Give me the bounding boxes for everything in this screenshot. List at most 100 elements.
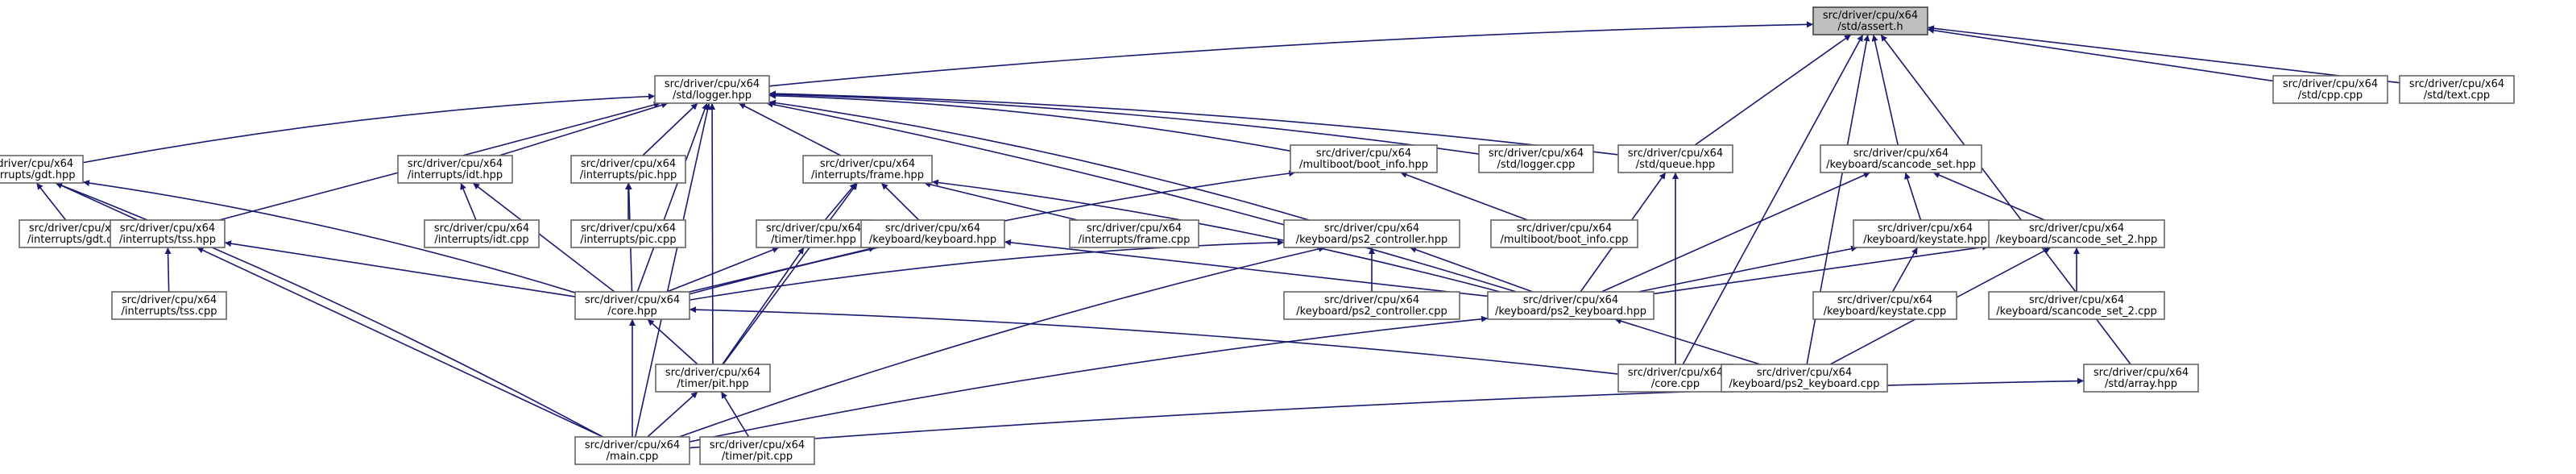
- edges: [35, 21, 2400, 449]
- node-std-array-hpp[interactable]: src/driver/cpu/x64/std/array.hpp: [2083, 364, 2199, 393]
- edge-std_logger_cpp-to-std_logger_hpp: [768, 91, 1480, 155]
- node-interrupts-frame-cpp[interactable]: src/driver/cpu/x64/interrupts/frame.cpp: [1069, 219, 1199, 248]
- node-label-line2: /keyboard/scancode_set.hpp: [1826, 159, 1976, 171]
- node-label-line1: src/driver/cpu/x64: [1823, 10, 1918, 22]
- node-box: [1721, 364, 1888, 393]
- node-label-line1: src/driver/cpu/x64: [585, 294, 680, 306]
- node-interrupts-frame-hpp[interactable]: src/driver/cpu/x64/interrupts/frame.hpp: [802, 155, 933, 184]
- edge-timer_pit_hpp-to-interrupts_frame_hpp: [722, 182, 859, 365]
- node-kb-ps2-controller-cpp[interactable]: src/driver/cpu/x64/keyboard/ps2_controll…: [1283, 291, 1460, 320]
- nodes: src/driver/cpu/x64/std/assert.hsrc/drive…: [0, 6, 2515, 465]
- node-box: [1617, 364, 1733, 393]
- edge-core_cpp-to-assert_h: [1682, 34, 1864, 365]
- node-kb-keyboard-hpp[interactable]: src/driver/cpu/x64/keyboard/keyboard.hpp: [860, 219, 1005, 248]
- node-multiboot-info-cpp[interactable]: src/driver/cpu/x64/multiboot/boot_info.c…: [1490, 219, 1638, 248]
- node-core-hpp[interactable]: src/driver/cpu/x64/core.hpp: [574, 291, 690, 320]
- node-label-line1: src/driver/cpu/x64: [1489, 148, 1584, 160]
- node-label-line2: /timer/timer.hpp: [771, 234, 856, 246]
- node-label-line1: src/driver/cpu/x64: [1628, 367, 1723, 379]
- edge-std_text_cpp-to-assert_h: [1927, 25, 2400, 84]
- edge-core_hpp-to-interrupts_idt_hpp: [472, 182, 615, 293]
- node-multiboot-info-hpp[interactable]: src/driver/cpu/x64/multiboot/boot_info.h…: [1290, 144, 1438, 173]
- node-label-line2: /keyboard/keystate.hpp: [1863, 234, 1987, 246]
- node-label-line2: /interrupts/gdt.cpp: [27, 234, 126, 246]
- node-label-line2: /multiboot/boot_info.hpp: [1299, 159, 1428, 171]
- node-kb-keystate-hpp[interactable]: src/driver/cpu/x64/keyboard/keystate.hpp: [1853, 219, 1998, 248]
- node-interrupts-pic-hpp[interactable]: src/driver/cpu/x64/interrupts/pic.hpp: [570, 155, 686, 184]
- node-box: [802, 155, 933, 184]
- edge-interrupts_gdt_cpp-to-interrupts_gdt_hpp: [35, 182, 67, 221]
- edge-kb_keyboard_hpp-to-interrupts_frame_hpp: [880, 182, 920, 221]
- edge-kb_ps2_keyboard_hpp-to-interrupts_frame_hpp: [931, 179, 1501, 293]
- edge-std_queue_hpp-to-assert_h: [1694, 34, 1852, 146]
- node-interrupts-gdt-hpp[interactable]: src/driver/cpu/x64/interrupts/gdt.hpp: [0, 155, 84, 184]
- edge-timer_pit_cpp-to-timer_pit_hpp: [720, 391, 750, 438]
- node-box: [860, 219, 1005, 248]
- node-kb-scancode-set-2-cpp[interactable]: src/driver/cpu/x64/keyboard/scancode_set…: [1988, 291, 2165, 320]
- node-label-line2: /interrupts/tss.hpp: [119, 234, 216, 246]
- edge-main_cpp-to-timer_pit_hpp: [647, 391, 698, 438]
- node-kb-scancode-set-hpp[interactable]: src/driver/cpu/x64/keyboard/scancode_set…: [1820, 144, 1982, 173]
- edge-std_logger_hpp-to-assert_h: [768, 21, 1814, 87]
- node-kb-scancode-set-2-hpp[interactable]: src/driver/cpu/x64/keyboard/scancode_set…: [1988, 219, 2165, 248]
- node-std-queue-hpp[interactable]: src/driver/cpu/x64/std/queue.hpp: [1617, 144, 1733, 173]
- edge-timer_pit_hpp-to-std_logger_hpp: [709, 102, 716, 365]
- edge-main_cpp-to-interrupts_tss_hpp: [197, 247, 603, 438]
- node-label-line1: src/driver/cpu/x64: [2094, 367, 2189, 379]
- edge-std_queue_hpp-to-std_logger_hpp: [768, 90, 1619, 156]
- node-std-cpp-cpp[interactable]: src/driver/cpu/x64/std/cpp.cpp: [2272, 75, 2388, 104]
- node-kb-ps2-controller-hpp[interactable]: src/driver/cpu/x64/keyboard/ps2_controll…: [1283, 219, 1460, 248]
- node-label-line1: src/driver/cpu/x64: [120, 222, 215, 235]
- node-timer-timer-hpp[interactable]: src/driver/cpu/x64/timer/timer.hpp: [756, 219, 872, 248]
- node-label-line1: src/driver/cpu/x64: [2283, 78, 2378, 90]
- edge-main_cpp-to-interrupts_gdt_hpp: [55, 182, 603, 438]
- edge-std_cpp_cpp-to-assert_h: [1927, 27, 2274, 82]
- edge-kb_ps2_controller_hpp-to-std_logger_hpp: [768, 99, 1310, 221]
- edge-kb_ps2_keyboard_cpp-to-kb_ps2_keyboard_hpp: [1614, 318, 1761, 365]
- node-timer-pit-hpp[interactable]: src/driver/cpu/x64/timer/pit.hpp: [655, 364, 771, 393]
- edge-kb_scancode_set_2_hpp-to-kb_scancode_set_hpp: [1932, 172, 2045, 221]
- node-timer-pit-cpp[interactable]: src/driver/cpu/x64/timer/pit.cpp: [699, 436, 815, 465]
- edge-interrupts_idt_hpp-to-std_logger_hpp: [499, 102, 669, 156]
- edge-interrupts_frame_hpp-to-std_logger_hpp: [738, 102, 842, 156]
- node-std-logger-cpp[interactable]: src/driver/cpu/x64/std/logger.cpp: [1478, 144, 1594, 173]
- edge-kb_ps2_keyboard_hpp-to-kb_scancode_set_2_hpp: [1653, 243, 1990, 295]
- node-label-line1: src/driver/cpu/x64: [885, 222, 980, 235]
- edge-core_hpp-to-timer_timer_hpp: [666, 247, 780, 293]
- node-interrupts-tss-hpp[interactable]: src/driver/cpu/x64/interrupts/tss.hpp: [110, 219, 226, 248]
- node-label-line1: src/driver/cpu/x64: [2029, 222, 2124, 235]
- node-kb-keystate-cpp[interactable]: src/driver/cpu/x64/keyboard/keystate.cpp: [1812, 291, 1957, 320]
- node-interrupts-idt-hpp[interactable]: src/driver/cpu/x64/interrupts/idt.hpp: [397, 155, 513, 184]
- node-std-logger-hpp[interactable]: src/driver/cpu/x64/std/logger.hpp: [654, 75, 770, 104]
- node-assert-h[interactable]: src/driver/cpu/x64/std/assert.h: [1812, 6, 1928, 35]
- node-label-line1: src/driver/cpu/x64: [1324, 294, 1419, 306]
- node-label-line1: src/driver/cpu/x64: [665, 367, 760, 379]
- edge-main_cpp-to-kb_ps2_keyboard_hpp: [689, 315, 1489, 443]
- node-label-line2: /std/queue.hpp: [1636, 159, 1715, 171]
- node-label-line2: /interrupts/tss.cpp: [122, 306, 217, 318]
- node-kb-ps2-keyboard-cpp[interactable]: src/driver/cpu/x64/keyboard/ps2_keyboard…: [1721, 364, 1888, 393]
- node-label-line1: src/driver/cpu/x64: [1628, 148, 1723, 160]
- node-kb-ps2-keyboard-hpp[interactable]: src/driver/cpu/x64/keyboard/ps2_keyboard…: [1487, 291, 1655, 320]
- node-label-line2: /keyboard/keystate.cpp: [1824, 306, 1947, 318]
- node-label-line2: /keyboard/ps2_keyboard.hpp: [1495, 306, 1646, 318]
- edge-kb_ps2_keyboard_cpp-to-assert_h: [1806, 34, 1870, 365]
- node-interrupts-tss-cpp[interactable]: src/driver/cpu/x64/interrupts/tss.cpp: [111, 291, 227, 320]
- node-label-line2: /std/text.cpp: [2424, 89, 2490, 102]
- node-interrupts-pic-cpp[interactable]: src/driver/cpu/x64/interrupts/pic.cpp: [570, 219, 686, 248]
- node-box: [1290, 144, 1438, 173]
- edge-interrupts_frame_cpp-to-interrupts_frame_hpp: [924, 181, 1078, 221]
- edge-kb_ps2_keyboard_hpp-to-kb_keyboard_hpp: [1004, 239, 1489, 297]
- node-label-line1: src/driver/cpu/x64: [122, 294, 217, 306]
- node-core-cpp[interactable]: src/driver/cpu/x64/core.cpp: [1617, 364, 1733, 393]
- edge-main_cpp-to-std_logger_hpp: [634, 102, 711, 438]
- node-label-line1: src/driver/cpu/x64: [820, 158, 915, 170]
- node-interrupts-idt-cpp[interactable]: src/driver/cpu/x64/interrupts/idt.cpp: [424, 219, 540, 248]
- node-label-line2: /main.cpp: [607, 451, 659, 463]
- node-label-line2: /std/cpp.cpp: [2298, 89, 2363, 102]
- node-std-text-cpp[interactable]: src/driver/cpu/x64/std/text.cpp: [2399, 75, 2515, 104]
- node-label-line2: /interrupts/gdt.hpp: [0, 169, 76, 181]
- node-box: [1812, 291, 1957, 320]
- node-main-cpp[interactable]: src/driver/cpu/x64/main.cpp: [574, 436, 690, 465]
